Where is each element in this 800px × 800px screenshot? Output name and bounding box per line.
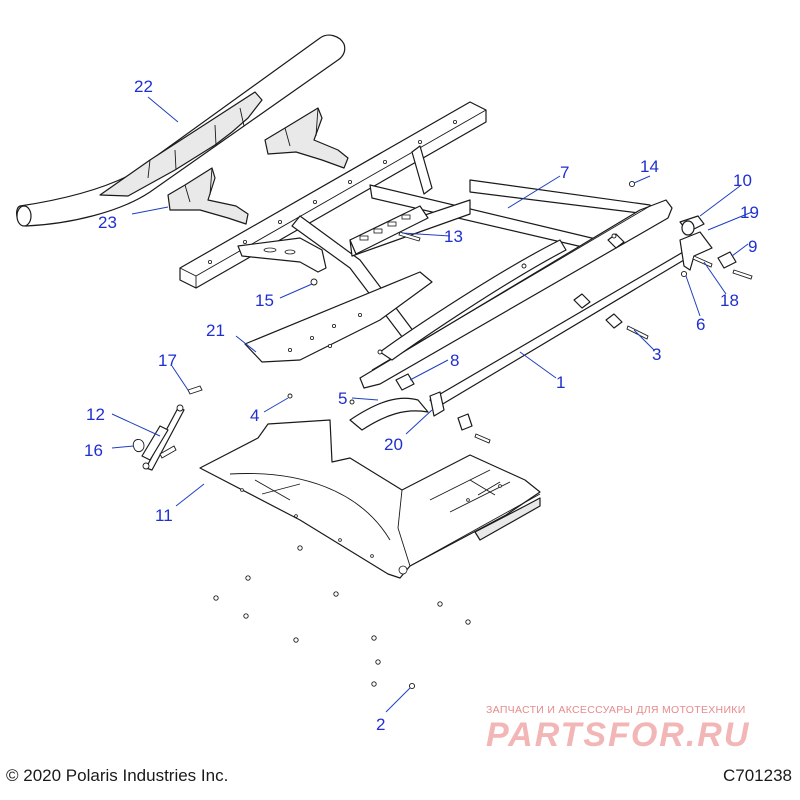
hardware (132, 180, 753, 471)
callout-21: 21 (206, 321, 225, 340)
callout-23: 23 (98, 213, 117, 232)
callout-11: 11 (155, 506, 173, 525)
callout-3: 3 (652, 345, 661, 364)
callout-1: 1 (556, 373, 565, 392)
part-11-floor-panel (199, 419, 541, 579)
watermark: ЗАПЧАСТИ И АКСЕССУАРЫ ДЛЯ МОТОТЕХНИКИ PA… (486, 704, 782, 754)
part-23-bracket-left (167, 167, 249, 225)
callout-18: 18 (720, 291, 739, 310)
plate-slots (359, 214, 411, 241)
watermark-tagline: ЗАПЧАСТИ И АКСЕССУАРЫ ДЛЯ МОТОТЕХНИКИ (486, 704, 746, 716)
callout-4: 4 (250, 406, 259, 425)
callout-16: 16 (84, 441, 103, 460)
callout-12: 12 (86, 405, 105, 424)
copyright-notice: © 2020 Polaris Industries Inc. (6, 766, 229, 785)
callout-15: 15 (255, 291, 274, 310)
callout-14: 14 (640, 157, 659, 176)
part-2-bolts (213, 545, 471, 690)
callout-10: 10 (733, 171, 752, 190)
rail-holes (207, 120, 457, 264)
callout-22: 22 (134, 77, 153, 96)
callout-20: 20 (384, 435, 403, 454)
floor-panel-bolt-holes (240, 484, 502, 558)
callout-9: 9 (748, 237, 757, 256)
part-23-bracket-right (264, 107, 349, 169)
part-21-skid-plate (244, 271, 433, 363)
watermark-logo: PARTSFOR.RU (486, 716, 751, 754)
leader-lines (111, 96, 753, 713)
callout-13: 13 (444, 227, 463, 246)
skid-plate-bolt-holes (287, 312, 362, 352)
callout-2: 2 (376, 715, 385, 734)
callout-labels: 1 2 3 4 5 6 7 8 9 10 11 12 13 14 15 16 1… (84, 77, 759, 734)
drawing-number: C701238 (722, 766, 792, 785)
callout-6: 6 (696, 315, 705, 334)
callout-7: 7 (560, 163, 569, 182)
part-22-bumper (16, 34, 346, 227)
callout-5: 5 (338, 389, 347, 408)
callout-19: 19 (740, 203, 759, 222)
callout-17: 17 (158, 351, 177, 370)
callout-8: 8 (450, 351, 459, 370)
frame-assembly (179, 101, 673, 389)
